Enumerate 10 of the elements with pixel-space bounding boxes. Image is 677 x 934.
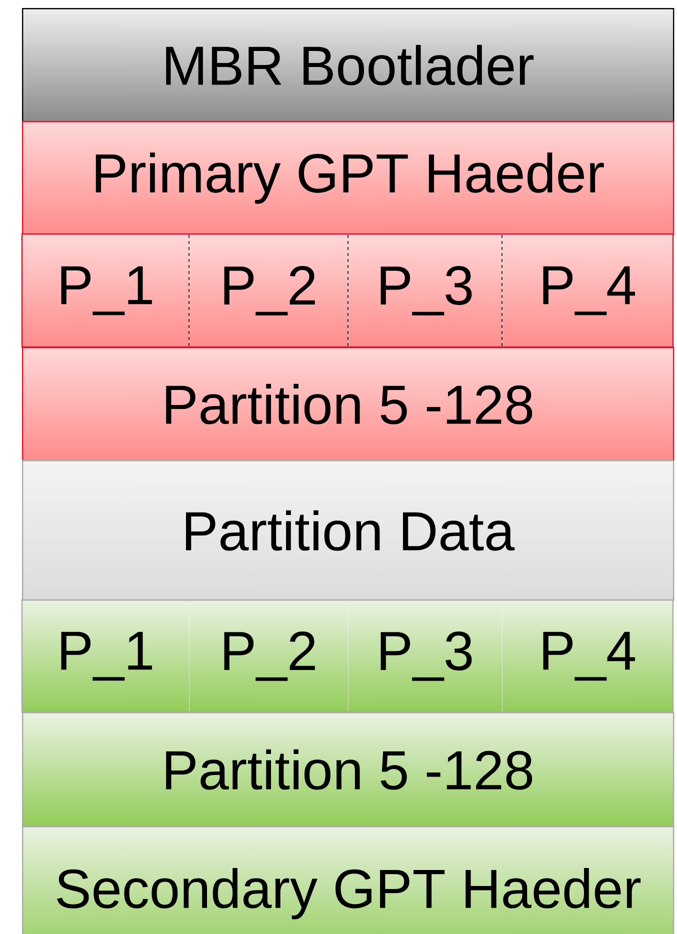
partition-cell: P_2 [224,266,315,316]
partition-cell: P_3 [380,632,472,681]
header-band: Secondary GPT Haeder [22,826,674,934]
partition-cell: P_1 [61,266,152,316]
partition-cell: P_1 [61,632,152,681]
partition-cell: P_4 [543,632,635,681]
band: MBR Bootlader [22,8,674,122]
partition-cell: P_3 [380,266,472,316]
partition-cell: P_4 [543,266,635,316]
partition-cell: P_2 [224,632,315,681]
